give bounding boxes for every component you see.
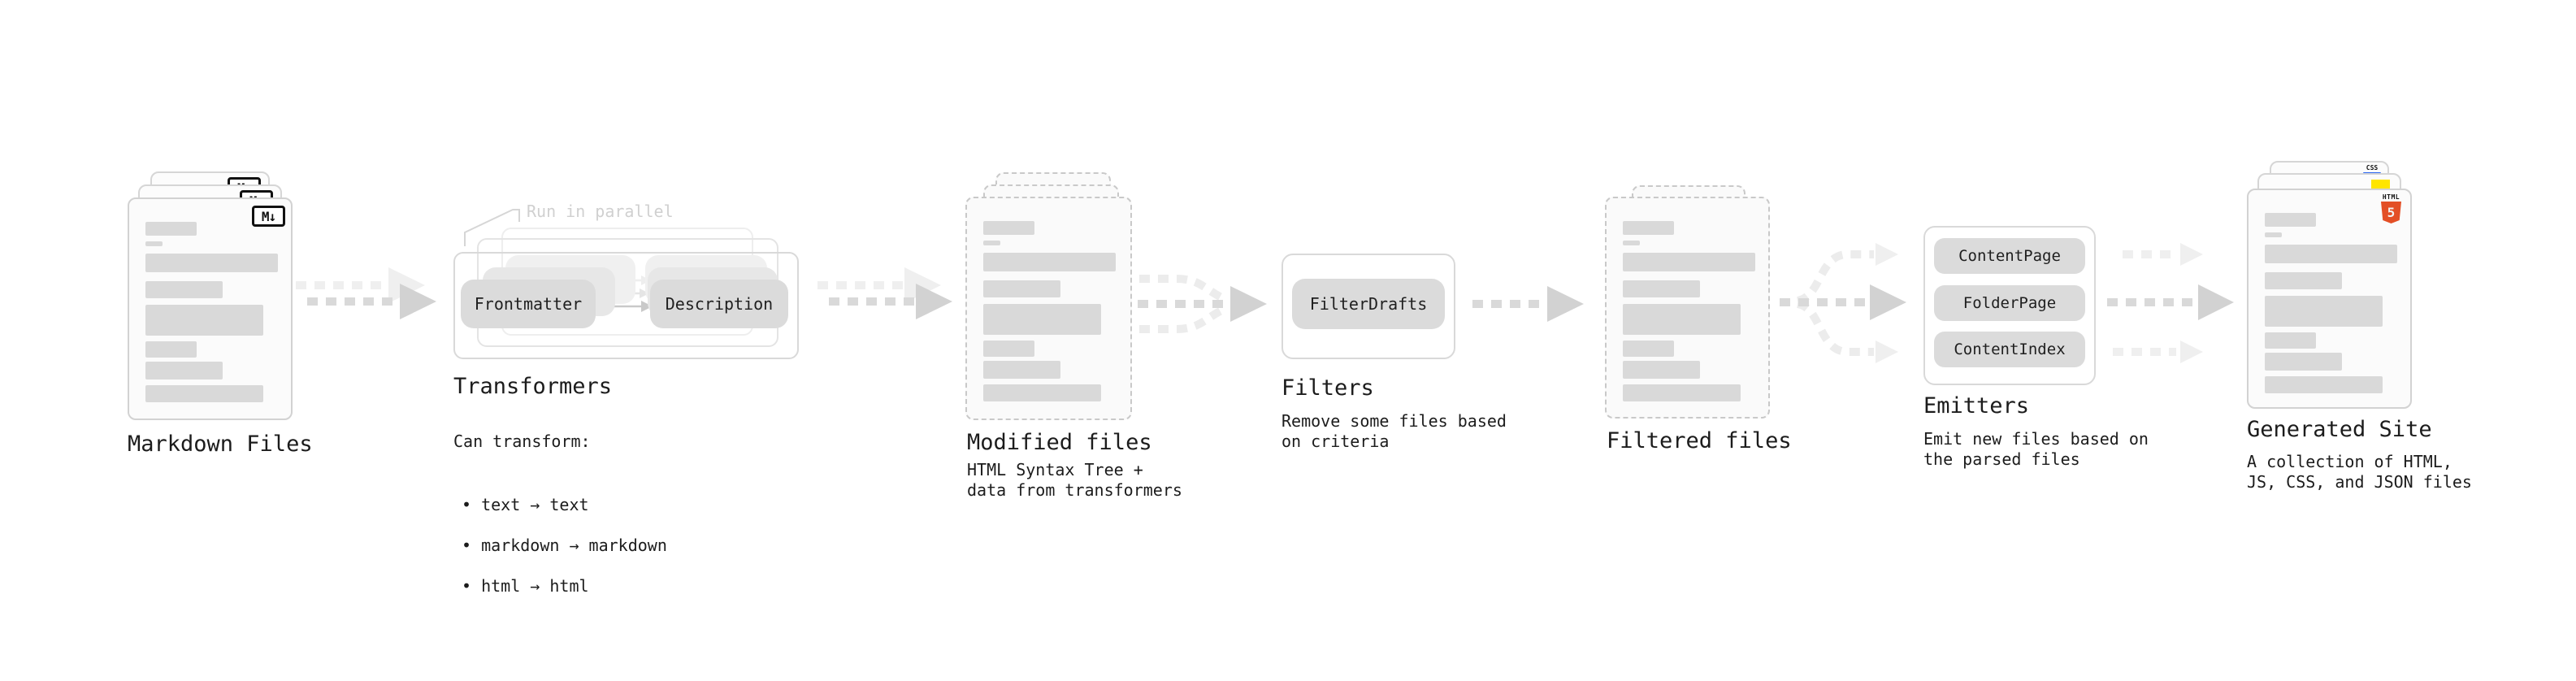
arrow-markdown-to-transformers-ghost — [296, 267, 425, 303]
text-line-bar — [145, 222, 197, 236]
text-line-bar — [983, 384, 1101, 401]
text-line-bar — [2265, 272, 2342, 289]
text-line-bar — [1623, 340, 1674, 357]
transformers-bullet-list: • text → text • markdown → markdown • ht… — [453, 475, 667, 617]
transformers-box — [453, 252, 799, 359]
text-line-bar — [983, 241, 1000, 245]
text-line-bar — [1623, 361, 1700, 379]
contentindex-pill: ContentIndex — [1934, 332, 2085, 367]
text-line-bar — [1623, 241, 1640, 245]
frontmatter-pill: Frontmatter — [461, 280, 596, 328]
markdown-file-page: M↓ — [128, 197, 293, 420]
text-line-bar — [2265, 353, 2342, 371]
bullet-item: • html → html — [462, 576, 589, 596]
generated-site-label: Generated Site — [2247, 417, 2432, 442]
transformers-description: Can transform: • text → text • markdown … — [453, 411, 667, 637]
generated-site-subtitle: A collection of HTML, JS, CSS, and JSON … — [2247, 452, 2472, 492]
text-line-bar — [1623, 253, 1755, 271]
text-line-bar — [1623, 304, 1741, 335]
text-line-bar — [983, 253, 1116, 271]
text-line-bar — [145, 341, 197, 358]
description-pill: Description — [650, 280, 788, 328]
text-lines — [145, 222, 278, 402]
filters-subtitle: Remove some files based on criteria — [1281, 411, 1507, 451]
transformers-label: Transformers — [453, 374, 613, 399]
bullet-item: • text → text — [462, 495, 589, 514]
folderpage-pill: FolderPage — [1934, 285, 2085, 321]
filterdrafts-pill: FilterDrafts — [1292, 279, 1445, 329]
arrow-markdown-to-transformers — [307, 284, 436, 319]
text-line-bar — [1623, 280, 1700, 297]
text-line-bar — [983, 304, 1101, 335]
text-line-bar — [2265, 213, 2316, 227]
text-lines — [983, 221, 1116, 401]
text-line-bar — [983, 221, 1034, 235]
text-line-bar — [145, 281, 223, 298]
transformers-desc-intro: Can transform: — [453, 432, 591, 451]
arrow-filters-to-filtered — [1472, 286, 1584, 322]
run-in-parallel-hint: Run in parallel — [527, 202, 674, 221]
site-page-html: HTML 5 — [2247, 189, 2412, 409]
text-line-bar — [145, 362, 223, 380]
text-line-bar — [145, 305, 263, 336]
arrow-transformers-to-modified-ghost — [817, 267, 941, 303]
run-in-parallel-leader-line — [464, 209, 520, 246]
text-line-bar — [2265, 296, 2383, 327]
text-line-bar — [2265, 245, 2397, 263]
text-line-bar — [1623, 221, 1674, 235]
arrow-filtered-to-emitters — [1780, 243, 1906, 363]
emitters-subtitle: Emit new files based on the parsed files — [1923, 429, 2149, 469]
markdown-files-label: Markdown Files — [128, 432, 313, 457]
text-line-bar — [145, 254, 278, 272]
arrow-emitters-to-site — [2107, 243, 2234, 363]
contentpage-pill: ContentPage — [1934, 238, 2085, 274]
arrow-transformers-to-modified — [829, 284, 952, 319]
text-line-bar — [983, 340, 1034, 357]
text-line-bar — [145, 241, 163, 246]
text-line-bar — [983, 280, 1060, 297]
html5-icon: HTML 5 — [2380, 194, 2402, 223]
text-line-bar — [1623, 384, 1741, 401]
filtered-files-label: Filtered files — [1607, 428, 1792, 453]
js-icon — [2371, 180, 2390, 189]
text-lines — [1623, 221, 1755, 401]
emitters-label: Emitters — [1923, 393, 2030, 419]
text-lines — [2265, 213, 2397, 393]
bullet-item: • markdown → markdown — [462, 536, 667, 555]
filtered-file-page — [1605, 197, 1770, 419]
text-line-bar — [983, 361, 1060, 379]
text-line-bar — [2265, 376, 2383, 393]
text-line-bar — [2265, 232, 2282, 237]
html5-shield: 5 — [2381, 202, 2401, 223]
text-line-bar — [2265, 332, 2316, 349]
modified-files-label: Modified files — [967, 430, 1152, 455]
arrow-modified-to-filters — [1138, 275, 1267, 333]
modified-files-subtitle: HTML Syntax Tree + data from transformer… — [967, 460, 1182, 500]
markdown-icon: M↓ — [252, 206, 285, 227]
modified-file-page — [965, 197, 1132, 420]
filters-label: Filters — [1281, 375, 1374, 401]
text-line-bar — [145, 385, 263, 402]
